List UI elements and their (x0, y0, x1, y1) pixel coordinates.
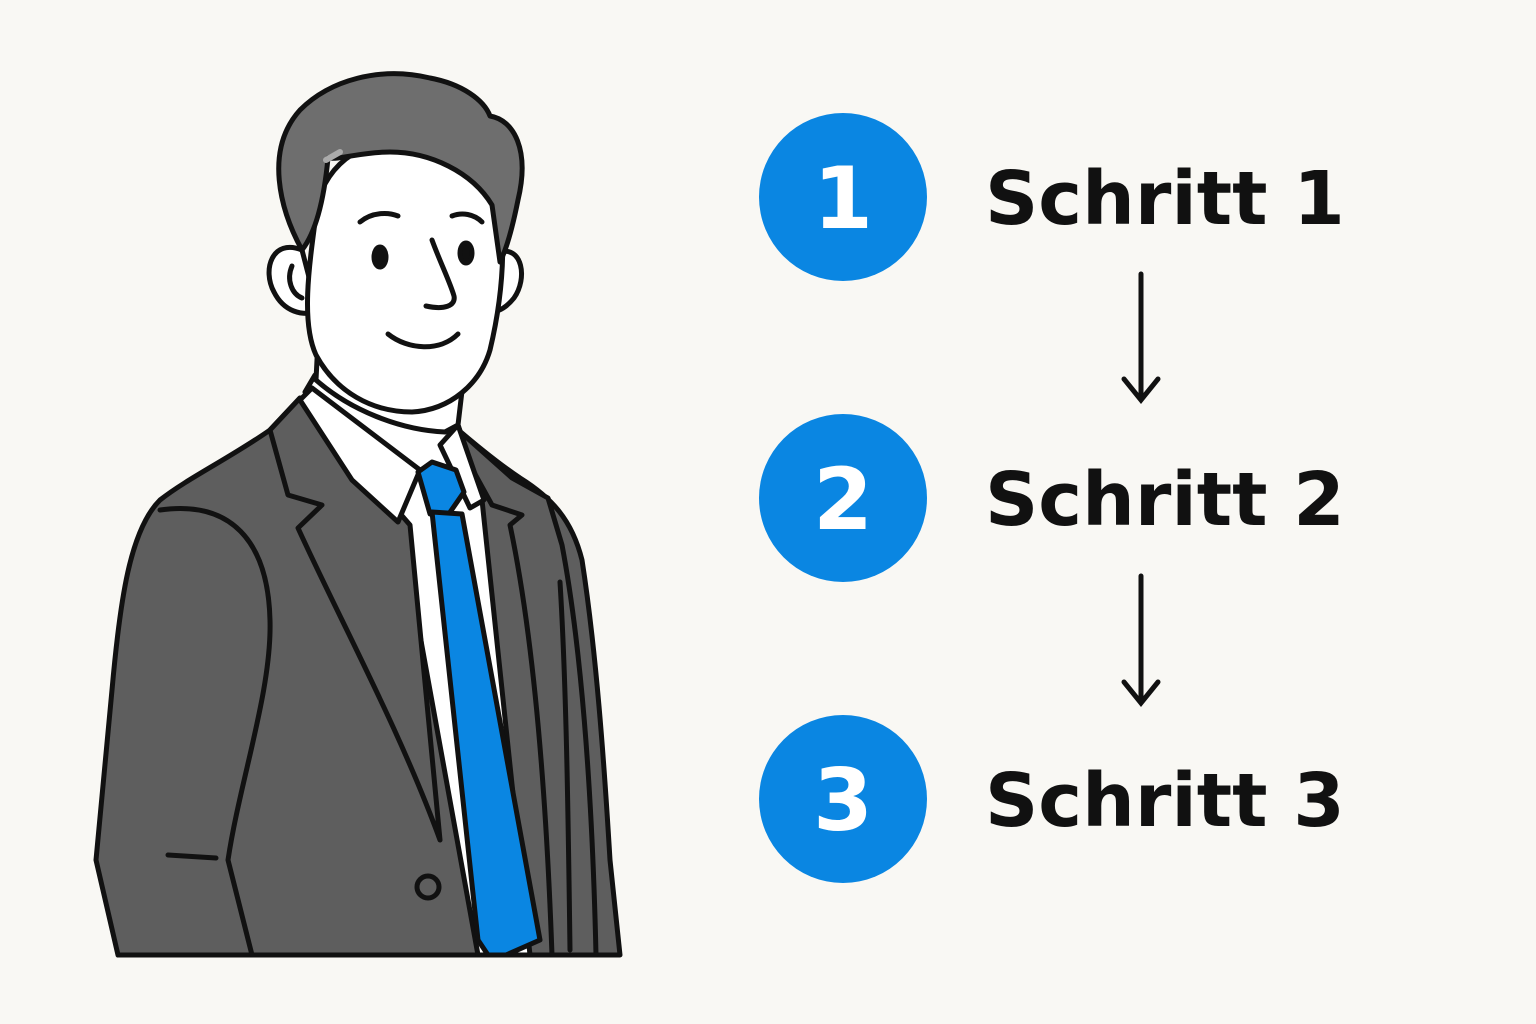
step-2-label: Schritt 2 (985, 457, 1345, 543)
step-1-number: 1 (813, 149, 873, 249)
tie-blade (429, 509, 543, 958)
jacket-seam (557, 579, 573, 953)
step-1-label: Schritt 1 (985, 156, 1345, 242)
mouth (385, 331, 461, 350)
step-3: 3 Schritt 3 (759, 715, 1345, 883)
step-3-number: 3 (813, 751, 873, 851)
arm-crease (157, 506, 273, 958)
right-lapel (453, 425, 599, 958)
nose (423, 237, 457, 311)
left-lapel (267, 395, 443, 843)
step-1: 1 Schritt 1 (759, 113, 1345, 281)
jacket-button (414, 873, 442, 901)
right-eyebrow (449, 211, 485, 225)
step-2-number: 2 (813, 450, 873, 550)
left-eye (371, 244, 389, 270)
left-ear-inner (287, 263, 305, 301)
collar-left (297, 385, 423, 525)
right-eye (457, 240, 475, 266)
step-1-badge (759, 113, 927, 281)
hair (276, 71, 525, 265)
step-flow: 1 Schritt 1 2 Schritt 2 3 Schritt 3 (759, 113, 1345, 883)
pocket-line (165, 852, 219, 861)
businessman-illustration (93, 71, 623, 958)
step-2-badge (759, 414, 927, 582)
step-3-badge (759, 715, 927, 883)
arrow-down-icon (1121, 573, 1161, 707)
face (304, 145, 506, 415)
step-2: 2 Schritt 2 (759, 414, 1345, 582)
left-eyebrow (357, 211, 401, 225)
arrow-down-icon (1121, 271, 1161, 404)
step-3-label: Schritt 3 (985, 758, 1345, 844)
hair-highlight (323, 149, 343, 163)
